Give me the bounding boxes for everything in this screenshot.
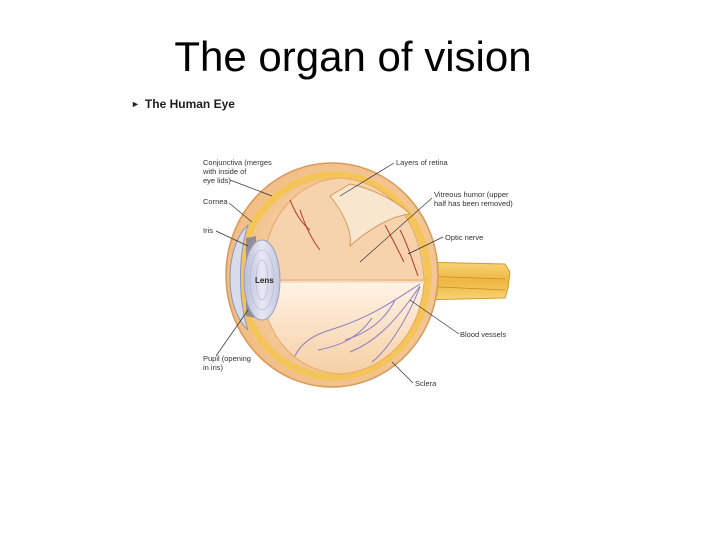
retina-flap [329,183,412,248]
label-lens: Lens [255,276,274,285]
cornea-shape [229,223,250,331]
blood-vessels-lower [294,283,421,363]
figure-caption-text: The Human Eye [144,97,235,111]
label-iris: Iris [203,226,213,235]
label-blood-vessels: Blood vessels [460,330,507,339]
figure-caption: ► The Human Eye [131,96,235,112]
slide-title: The organ of vision [174,33,532,80]
label-pupil: Pupil (opening in iris) [203,354,253,372]
label-sclera: Sclera [415,379,437,388]
label-conjunctiva: Conjunctiva (merges with inside of eye l… [202,158,274,185]
label-optic-nerve: Optic nerve [445,233,483,242]
leader-lines [215,162,460,384]
blood-vessels-upper [289,199,419,277]
label-cornea: Cornea [203,197,228,206]
label-layers-of-retina: Layers of retina [396,158,449,167]
caption-arrow-icon: ► [131,99,140,109]
label-vitreous-humor: Vitreous humor (upper half has been remo… [434,190,513,208]
